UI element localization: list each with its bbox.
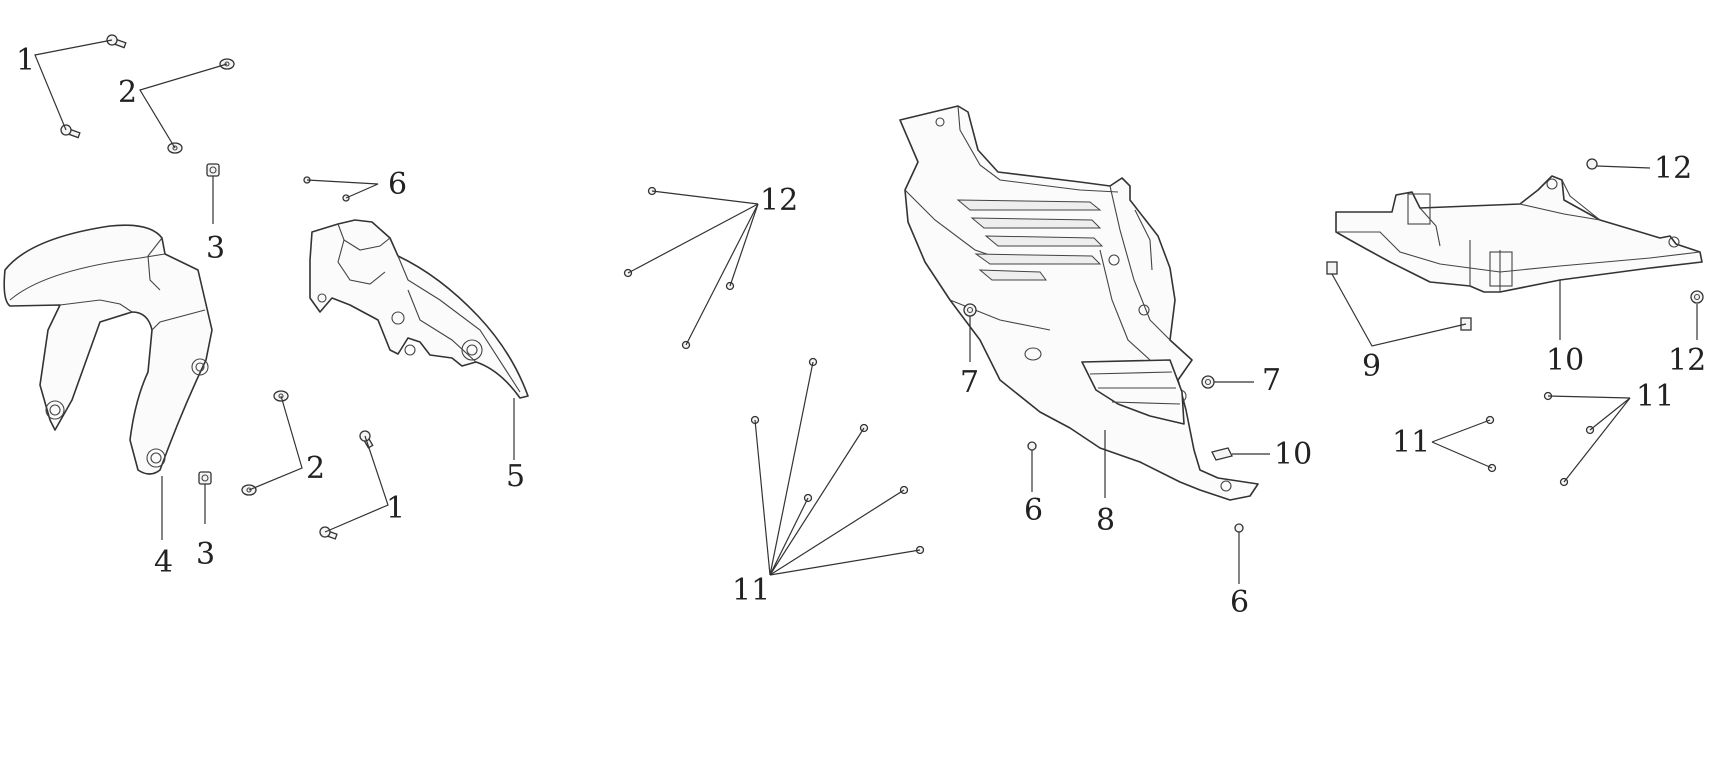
bolt-1d (319, 526, 338, 540)
callout-1: 1 (16, 43, 35, 78)
callout-12: 12 (1668, 343, 1706, 378)
callout-6: 6 (388, 167, 407, 202)
callout-6: 6 (1230, 585, 1249, 620)
callout-6: 6 (1024, 493, 1043, 528)
nut-3a (206, 163, 220, 177)
callout-10: 10 (1546, 343, 1584, 378)
screw-12-set (623, 158, 1704, 350)
callout-7: 7 (960, 365, 979, 400)
part-10-underframe-tray (1335, 175, 1703, 293)
bolt-1a (106, 34, 127, 49)
callout-4: 4 (154, 545, 173, 580)
clip-9a (1326, 261, 1338, 275)
callout-12: 12 (760, 183, 798, 218)
screw-6c (1027, 441, 1037, 451)
callout-10: 10 (1274, 437, 1312, 472)
bolt-7b (1201, 375, 1215, 389)
callout-11: 11 (1636, 379, 1674, 414)
callout-3: 3 (206, 231, 225, 266)
callout-7: 7 (1262, 363, 1281, 398)
callout-2: 2 (306, 451, 325, 486)
callout-5: 5 (506, 459, 525, 494)
part-8-side-cover (899, 105, 1259, 501)
clip-10a (1211, 447, 1233, 461)
callout-11: 11 (732, 573, 770, 608)
nut-3b (198, 471, 212, 485)
bolt-1b (60, 124, 81, 139)
bolt-7a (963, 303, 977, 317)
callout-1: 1 (386, 491, 405, 526)
callout-8: 8 (1096, 503, 1115, 538)
callout-11: 11 (1392, 425, 1430, 460)
callout-9: 9 (1362, 349, 1381, 384)
callout-3: 3 (196, 537, 215, 572)
part-4-front-fender-cover (3, 224, 213, 475)
callout-12: 12 (1654, 151, 1692, 186)
leader-lines (34, 39, 1698, 584)
part-5-front-fender (309, 219, 529, 399)
callout-2: 2 (118, 75, 137, 110)
screw-6d (1234, 523, 1244, 533)
callout-labels: 1 2 3 6 4 3 2 1 5 12 11 7 6 8 7 10 6 12 … (16, 43, 1706, 620)
